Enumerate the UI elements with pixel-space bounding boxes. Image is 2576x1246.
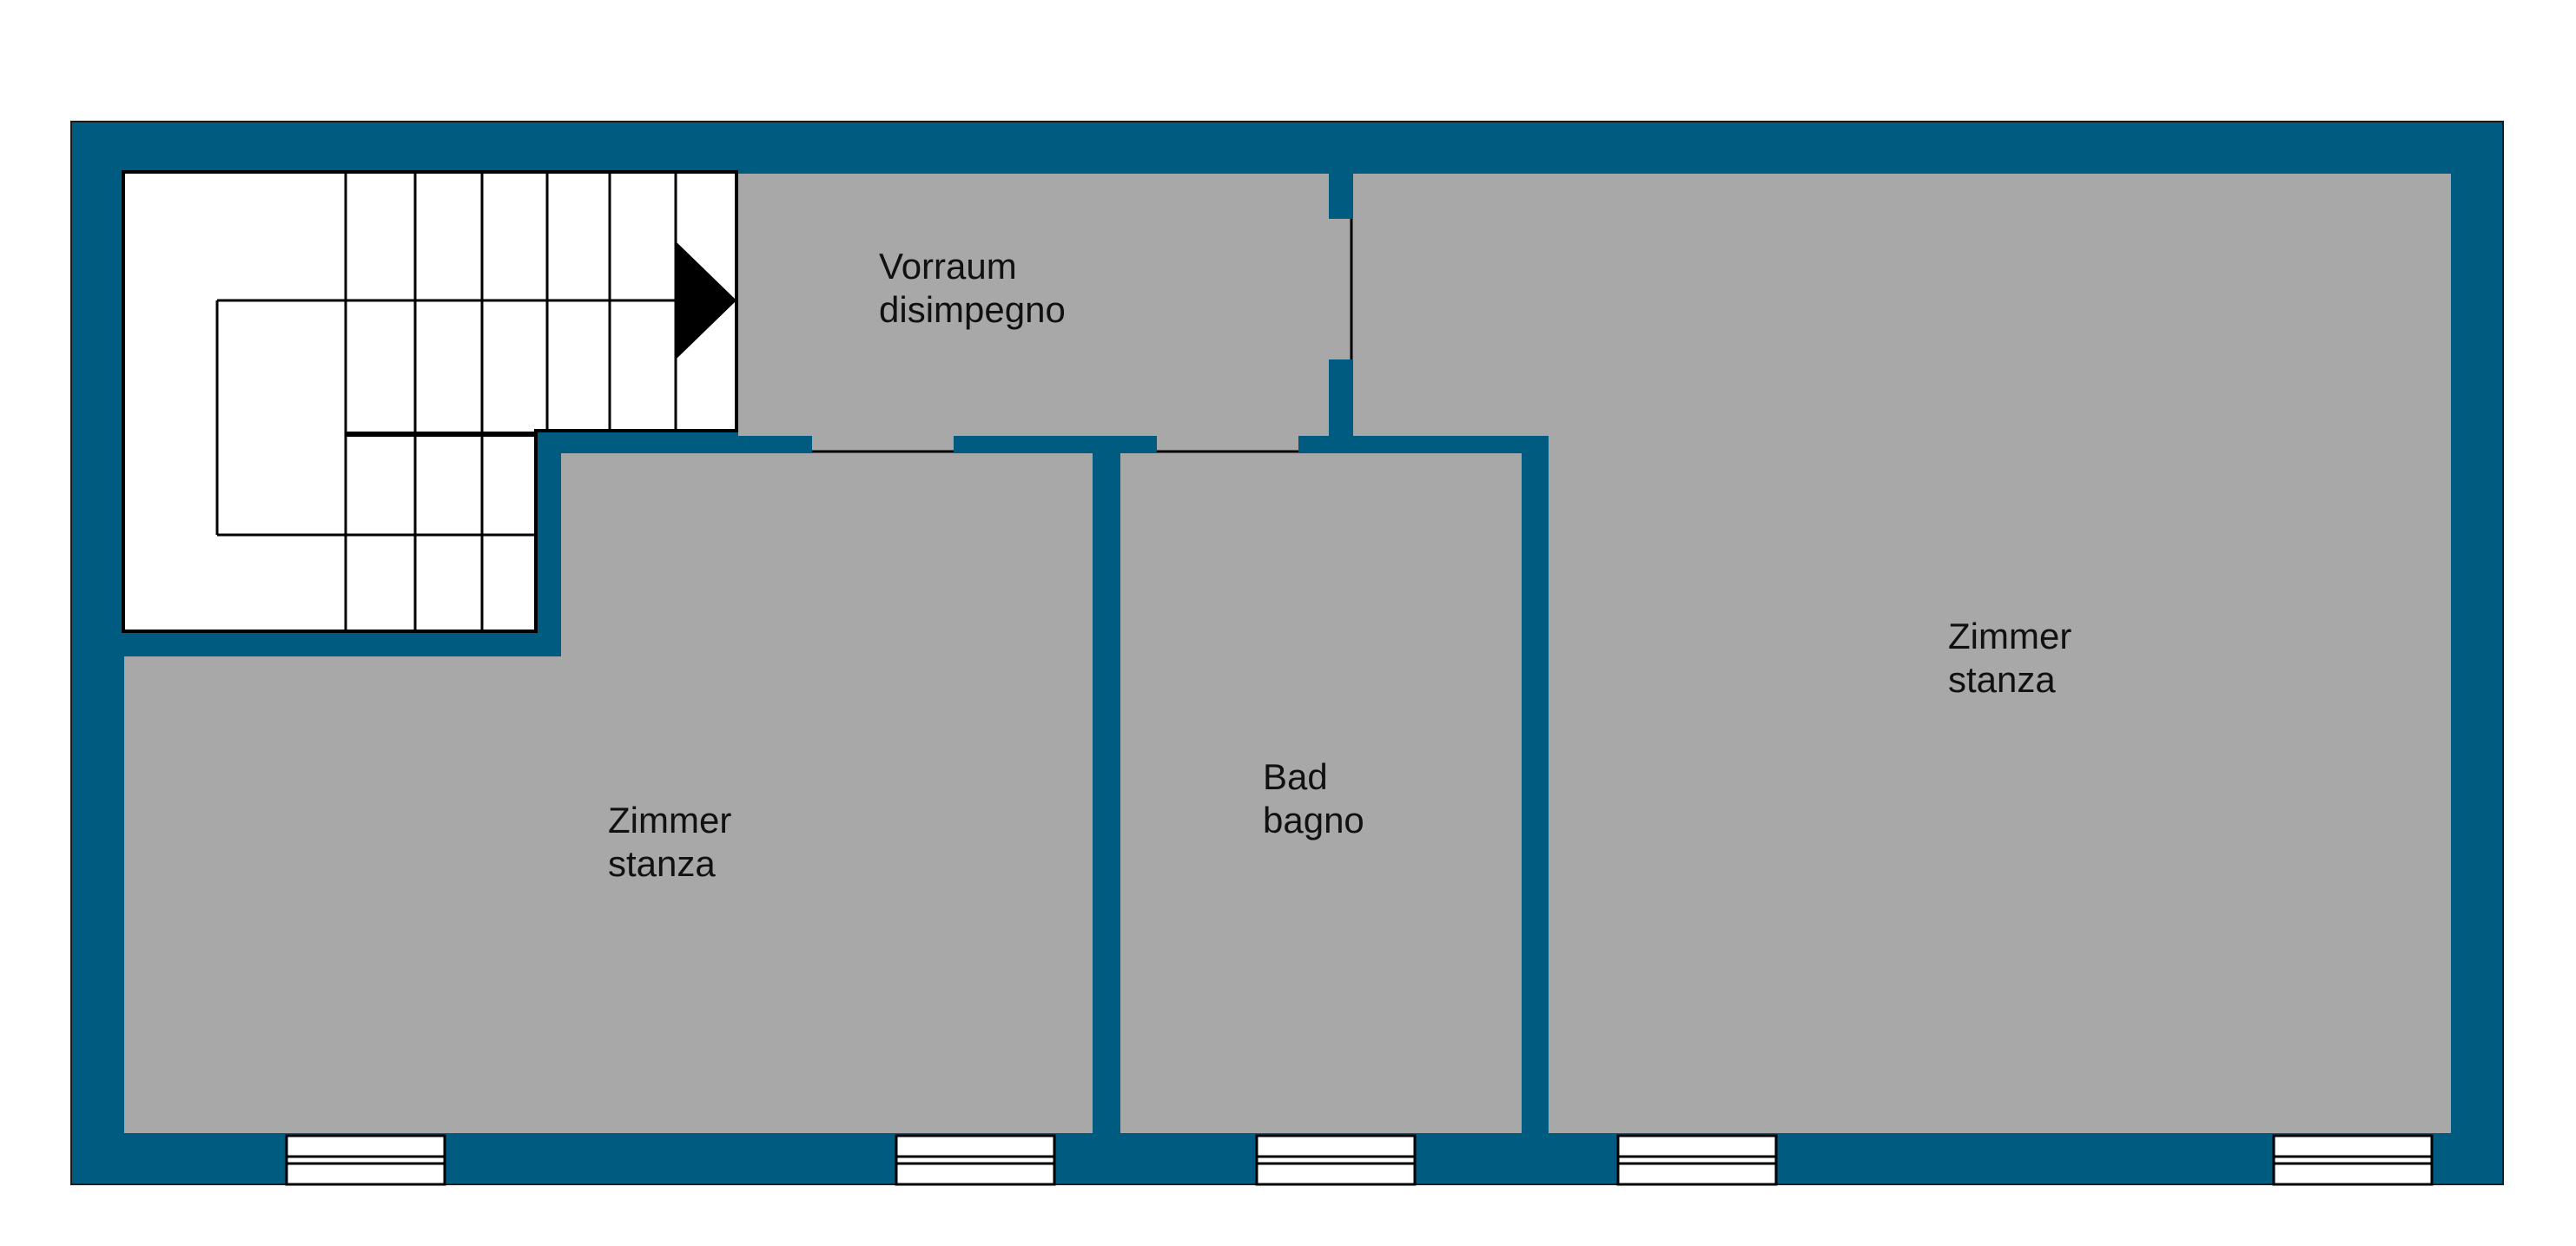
window-icon (1255, 1134, 1417, 1186)
zimmer-left-floor (124, 453, 1093, 1133)
vorraum-door-gap-right (1157, 434, 1298, 453)
window-icon (1616, 1134, 1778, 1186)
vorraum-door-gap-east (1327, 219, 1353, 359)
room-label-bad: Bad bagno (1263, 755, 1364, 842)
room-name-de: Zimmer (1948, 616, 2072, 656)
room-name-it: disimpegno (879, 289, 1066, 330)
staircase (122, 170, 738, 633)
room-label-vorraum: Vorraum disimpegno (879, 245, 1066, 332)
room-label-zimmer-right: Zimmer stanza (1948, 615, 2071, 702)
window-icon (895, 1134, 1056, 1186)
room-name-de: Bad (1263, 756, 1328, 797)
room-name-it: stanza (608, 843, 716, 884)
room-name-de: Vorraum (879, 246, 1017, 287)
vorraum-floor (738, 174, 1329, 436)
room-name-de: Zimmer (608, 800, 732, 841)
room-name-it: stanza (1948, 659, 2056, 700)
room-label-zimmer-left: Zimmer stanza (608, 799, 731, 886)
triangle-right-icon (676, 241, 736, 359)
window-icon (2272, 1134, 2434, 1186)
window-icon (285, 1134, 446, 1186)
bad-floor (1120, 453, 1522, 1133)
zimmer-right-floor (1353, 174, 2451, 1133)
room-name-it: bagno (1263, 800, 1364, 841)
vorraum-door-gap-left (812, 434, 954, 453)
